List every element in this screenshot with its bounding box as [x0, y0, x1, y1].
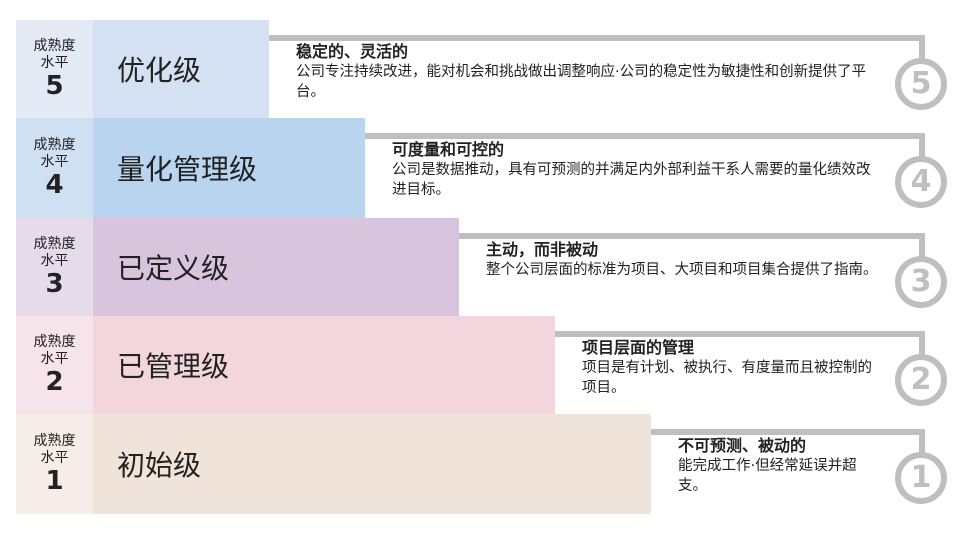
level-block: 初始级: [93, 414, 651, 514]
level-number-circle-icon: 2: [895, 354, 947, 406]
description-text: 公司专注持续改进，能对机会和挑战做出调整响应·公司的稳定性为敏捷性和创新提供了平…: [296, 64, 867, 100]
description-title: 主动，而非被动: [486, 240, 599, 259]
level-label: 成熟度: [33, 137, 76, 153]
description-text: 项目是有计划、被执行、有度量而且被控制的项目。: [582, 360, 872, 396]
level-description: 可度量和可控的 公司是数据推动，具有可预测的并满足内外部利益干系人需要的量化绩效…: [392, 140, 880, 200]
connector-line: [365, 133, 925, 139]
level-number-circle-icon: 1: [895, 452, 947, 504]
level-name: 初始级: [117, 449, 202, 482]
level-name: 量化管理级: [117, 153, 258, 186]
maturity-level-badge: 成熟度 水平 1: [16, 414, 93, 514]
level-block: 量化管理级: [93, 118, 365, 218]
level-description: 项目层面的管理 项目是有计划、被执行、有度量而且被控制的项目。: [582, 338, 880, 398]
description-title: 项目层面的管理: [582, 338, 695, 357]
connector-line: [269, 35, 925, 41]
level-label-2: 水平: [40, 351, 69, 367]
level-label: 成熟度: [33, 433, 76, 449]
level-number: 1: [45, 466, 64, 496]
level-number-circle-icon: 4: [895, 156, 947, 208]
level-label-2: 水平: [40, 154, 69, 170]
description-title: 不可预测、被动的: [678, 436, 807, 455]
level-description: 主动，而非被动 整个公司层面的标准为项目、大项目和项目集合提供了指南。: [486, 240, 880, 280]
level-number: 2: [45, 367, 64, 397]
level-label-2: 水平: [40, 253, 69, 269]
connector-line-vertical: [919, 233, 925, 263]
maturity-level-badge: 成熟度 水平 2: [16, 316, 93, 414]
connector-line: [459, 233, 925, 239]
level-block: 已管理级: [93, 316, 555, 414]
level-number-circle-icon: 5: [895, 58, 947, 110]
level-description: 不可预测、被动的 能完成工作·但经常延误并超支。: [678, 436, 880, 496]
connector-line: [651, 429, 925, 435]
level-number: 5: [45, 71, 64, 101]
level-number-circle-icon: 3: [895, 256, 947, 308]
level-block: 优化级: [93, 20, 269, 118]
level-number: 3: [45, 269, 64, 299]
connector-line-vertical: [919, 35, 925, 65]
maturity-level-badge: 成熟度 水平 3: [16, 218, 93, 316]
level-label: 成熟度: [33, 236, 76, 252]
level-name: 已管理级: [117, 350, 230, 383]
description-text: 整个公司层面的标准为项目、大项目和项目集合提供了指南。: [486, 262, 878, 278]
level-label-2: 水平: [40, 55, 69, 71]
connector-line-vertical: [919, 331, 925, 361]
level-name: 已定义级: [117, 252, 230, 285]
level-label-2: 水平: [40, 450, 69, 466]
level-block: 已定义级: [93, 218, 459, 316]
description-text: 公司是数据推动，具有可预测的并满足内外部利益干系人需要的量化绩效改进目标。: [392, 162, 871, 198]
level-description: 稳定的、灵活的 公司专注持续改进，能对机会和挑战做出调整响应·公司的稳定性为敏捷…: [296, 42, 880, 102]
description-title: 稳定的、灵活的: [296, 42, 409, 61]
level-name: 优化级: [117, 54, 202, 87]
maturity-level-badge: 成熟度 水平 4: [16, 118, 93, 218]
level-label: 成熟度: [33, 38, 76, 54]
description-text: 能完成工作·但经常延误并超支。: [678, 458, 857, 494]
connector-line-vertical: [919, 429, 925, 459]
description-title: 可度量和可控的: [392, 140, 505, 159]
connector-line-vertical: [919, 133, 925, 163]
level-label: 成熟度: [33, 334, 76, 350]
connector-line: [555, 331, 925, 337]
maturity-level-badge: 成熟度 水平 5: [16, 20, 93, 118]
level-number: 4: [45, 170, 64, 200]
